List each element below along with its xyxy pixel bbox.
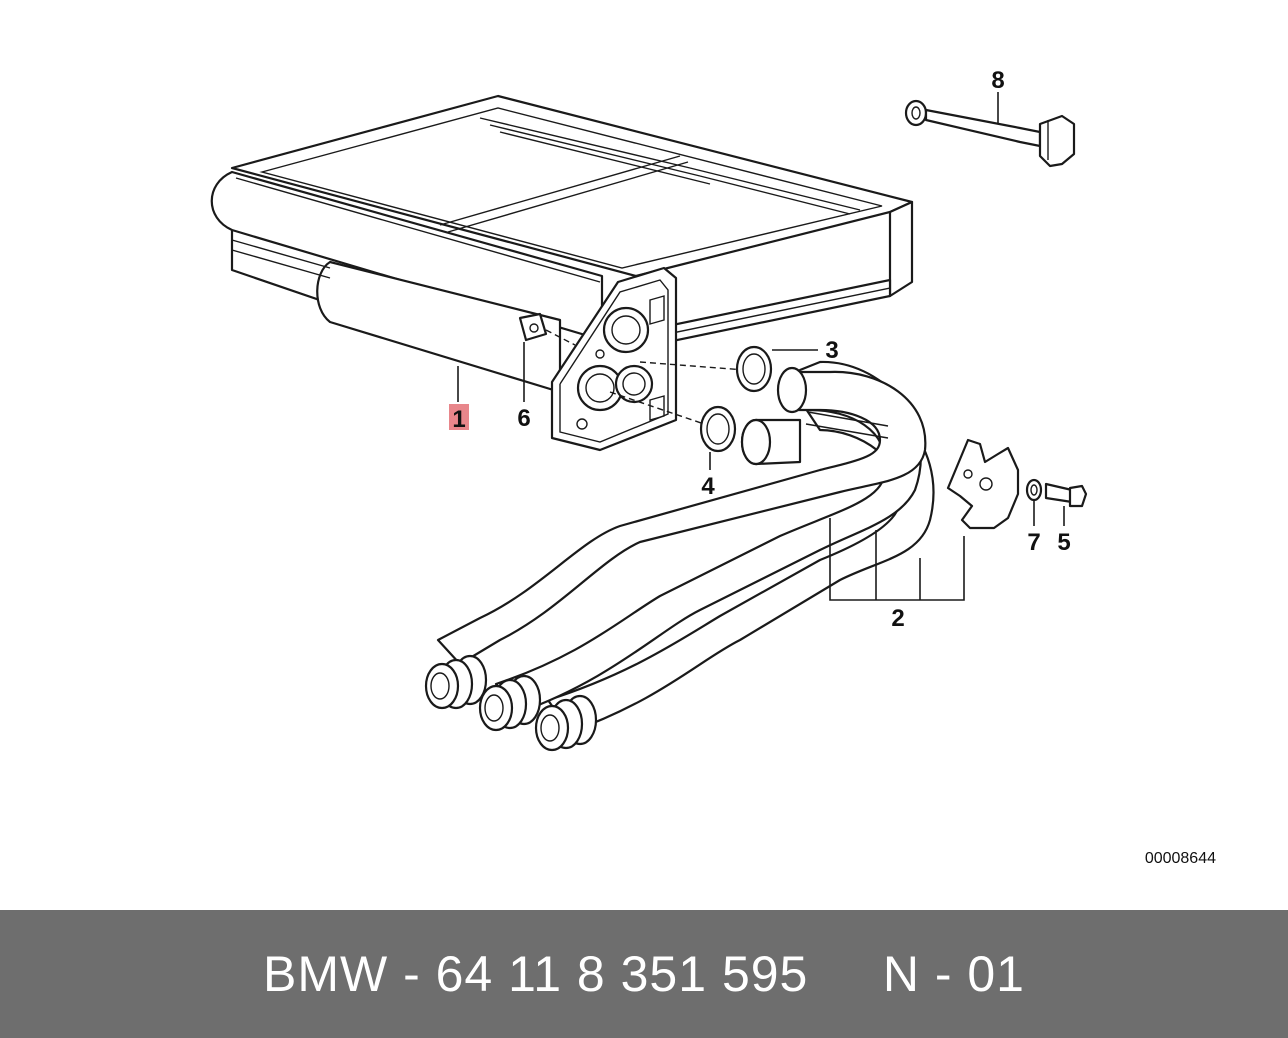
part-number-footer: BMW - 64 11 8 351 595 N - 01 — [0, 910, 1288, 1038]
callout-3: 3 — [825, 337, 838, 364]
callout-2: 2 — [891, 605, 904, 632]
callout-8: 8 — [991, 67, 1004, 94]
parts-diagram-drawing: 1 2 3 4 5 6 7 8 00008644 — [210, 67, 1216, 867]
pipe-end-1 — [424, 654, 488, 710]
core-flange-plate — [550, 266, 678, 452]
o-ring-lower — [699, 405, 737, 453]
o-ring-upper — [735, 345, 773, 393]
parts-diagram: 1 2 3 4 5 6 7 8 00008644 — [210, 67, 1217, 867]
callout-4: 4 — [701, 473, 715, 500]
temperature-sensor-lead — [904, 99, 1076, 168]
pipe-assembly — [424, 360, 935, 752]
leader-lines — [457, 92, 1065, 601]
callout-5: 5 — [1057, 529, 1070, 556]
callout-1: 1 — [452, 406, 465, 433]
clip-nut — [518, 312, 576, 346]
pipe-end-2 — [478, 674, 542, 732]
drawing-number: 00008644 — [1145, 850, 1216, 867]
pipe-bracket — [946, 438, 1020, 530]
part-number-text: BMW - 64 11 8 351 595 N - 01 — [263, 946, 1025, 1002]
callout-6: 6 — [517, 405, 530, 432]
heater-core — [210, 94, 914, 398]
pipe-end-3 — [534, 694, 598, 752]
callout-7: 7 — [1027, 529, 1040, 556]
callout-highlight — [449, 404, 469, 430]
washer — [1025, 478, 1043, 502]
bolt — [1044, 482, 1088, 508]
